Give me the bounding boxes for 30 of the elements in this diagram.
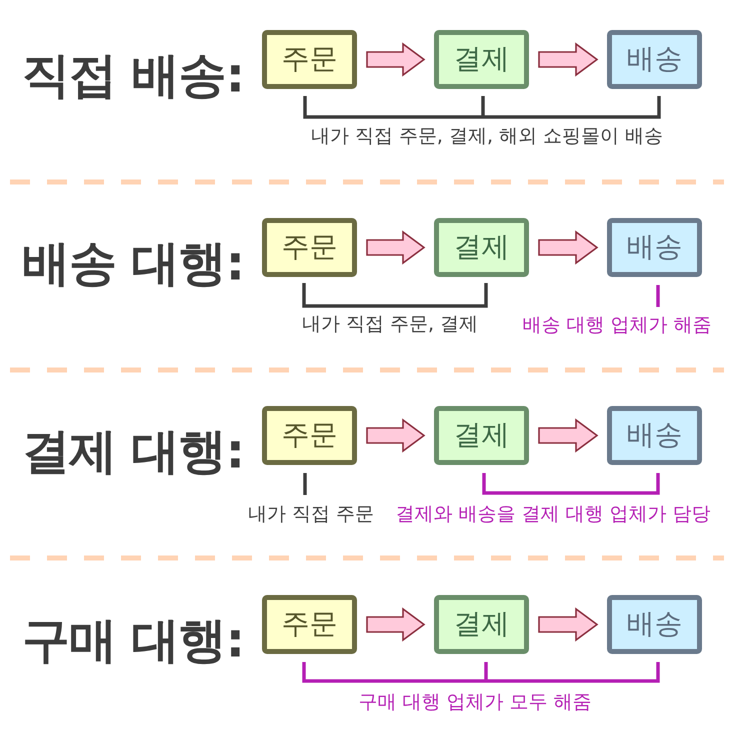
block-arrow — [366, 418, 426, 453]
row-heading: 직접 배송: — [22, 48, 244, 104]
row-heading: 배송 대행: — [22, 236, 244, 292]
step-box: 결제 — [434, 30, 529, 89]
row-heading: 구매 대행: — [22, 613, 244, 669]
step-box: 배송 — [607, 595, 702, 654]
note: 결제와 배송을 결제 대행 업체가 담당 — [395, 504, 711, 526]
note: 내가 직접 주문, 결제, 해외 쇼핑몰이 배송 — [310, 126, 664, 148]
block-arrow — [538, 42, 598, 77]
step-box: 배송 — [607, 406, 702, 465]
note: 내가 직접 주문 — [248, 504, 374, 526]
block-arrow — [538, 230, 598, 265]
block-arrow — [366, 42, 426, 77]
step-box: 주문 — [262, 595, 357, 654]
block-arrow — [538, 418, 598, 453]
step-box: 결제 — [434, 595, 529, 654]
step-box: 결제 — [434, 218, 529, 277]
step-box: 주문 — [262, 30, 357, 89]
block-arrow — [366, 607, 426, 642]
step-box: 결제 — [434, 406, 529, 465]
note: 배송 대행 업체가 해줌 — [522, 315, 712, 337]
block-arrow — [366, 230, 426, 265]
row-heading: 결제 대행: — [22, 424, 244, 480]
note: 구매 대행 업체가 모두 해줌 — [358, 692, 592, 714]
block-arrow — [538, 607, 598, 642]
step-box: 배송 — [607, 218, 702, 277]
note: 내가 직접 주문, 결제 — [302, 314, 478, 336]
step-box: 배송 — [607, 30, 702, 89]
step-box: 주문 — [262, 406, 357, 465]
step-box: 주문 — [262, 218, 357, 277]
